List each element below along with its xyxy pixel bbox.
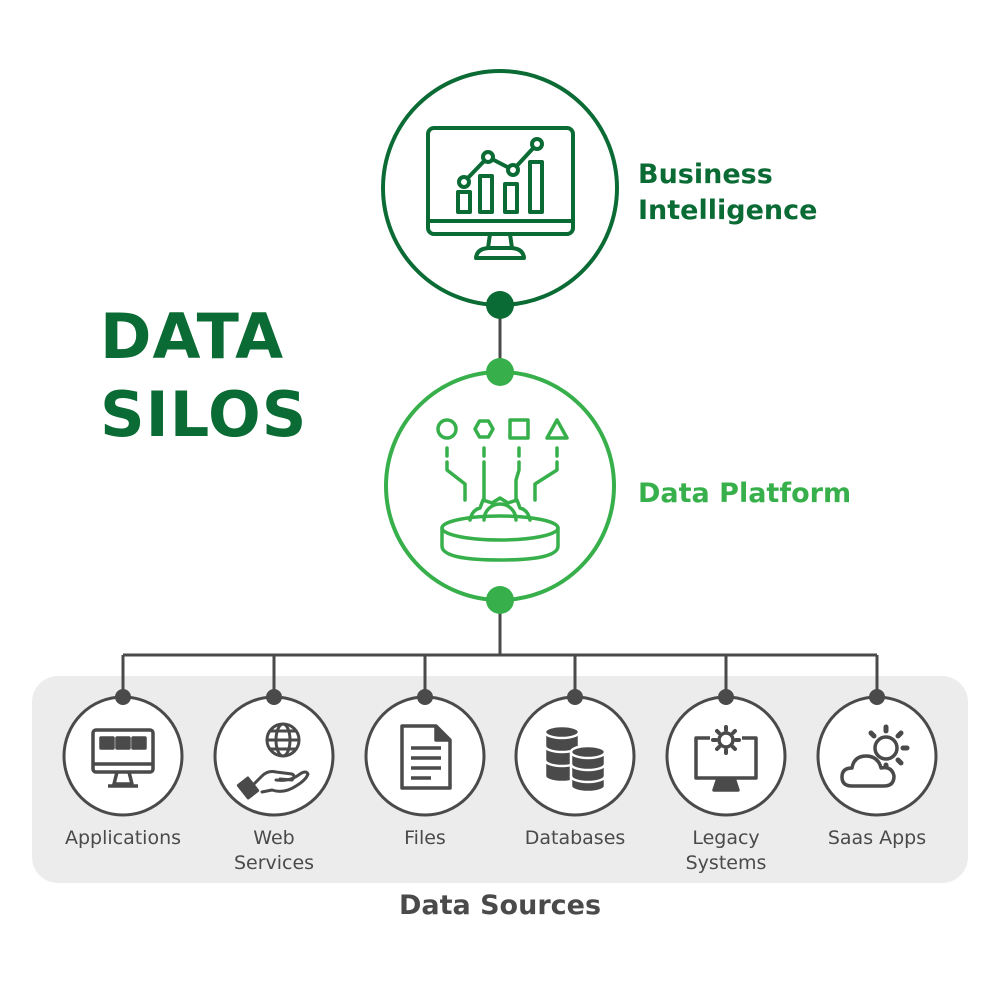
diagram-title-line-2: SILOS <box>100 378 308 451</box>
source-label-line-1: Applications <box>64 827 182 849</box>
source-circle-applications <box>62 695 184 817</box>
source-dot <box>869 689 885 705</box>
bi-node-dot <box>486 291 514 319</box>
platform-top-dot <box>486 358 514 386</box>
platform-node-circle <box>384 370 616 602</box>
source-label-web-services: Web Services <box>199 826 349 876</box>
source-circle-legacy-systems <box>665 695 787 817</box>
source-circle-web-services <box>213 695 335 817</box>
source-label-line-1: Legacy <box>692 827 760 849</box>
source-dot <box>266 689 282 705</box>
source-circle-files <box>364 695 486 817</box>
source-label-line-2: Services <box>233 852 315 874</box>
bi-label: Business Intelligence <box>638 157 817 230</box>
bi-node-circle <box>381 69 619 307</box>
data-sources-heading: Data Sources <box>398 890 602 921</box>
globe-hand-icon <box>236 722 310 800</box>
data-merge-gear-icon <box>436 418 569 562</box>
platform-label: Data Platform <box>638 478 852 509</box>
document-icon <box>400 724 452 790</box>
chart-monitor-icon <box>426 126 575 260</box>
source-dots <box>115 689 885 705</box>
bi-label-line-2: Intelligence <box>638 195 818 227</box>
source-label-line-1: Web <box>253 827 295 849</box>
source-label-line-1: Saas Apps <box>827 827 927 849</box>
source-label-saas-apps: Saas Apps <box>802 826 952 851</box>
source-label-line-1: Databases <box>524 827 626 849</box>
platform-bottom-dot <box>486 586 514 614</box>
source-label-legacy-systems: Legacy Systems <box>651 826 801 876</box>
source-dot <box>718 689 734 705</box>
source-label-line-1: Files <box>404 827 446 849</box>
source-label-databases: Databases <box>500 826 650 851</box>
diagram-title-line-1: DATA <box>100 300 285 373</box>
source-label-line-2: Systems <box>685 852 767 874</box>
cloud-gear-icon <box>840 724 910 788</box>
application-monitor-icon <box>91 728 155 788</box>
source-dot <box>115 689 131 705</box>
source-dot <box>567 689 583 705</box>
source-dot <box>417 689 433 705</box>
monitor-gear-icon <box>694 725 758 792</box>
source-label-applications: Applications <box>48 826 198 851</box>
bi-label-line-1: Business <box>638 159 773 190</box>
source-label-files: Files <box>350 826 500 851</box>
database-icon <box>543 724 607 794</box>
